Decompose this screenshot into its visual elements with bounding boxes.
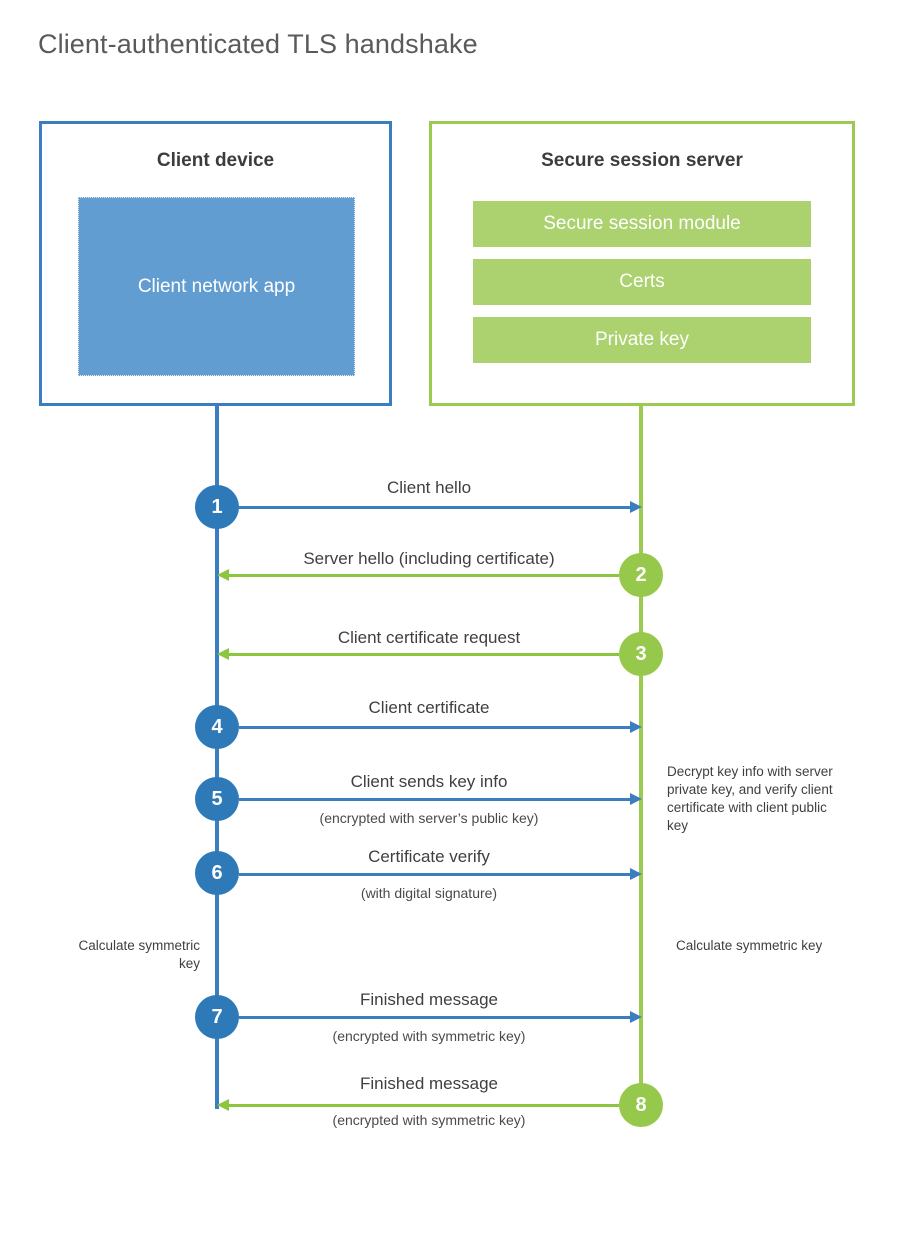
secure-session-server-title: Secure session server — [541, 150, 743, 171]
arrowhead-icon — [630, 868, 642, 880]
server-component-stack: Secure session module Certs Private key — [473, 201, 811, 363]
step-5-arrow — [239, 793, 642, 805]
step-4-arrow — [239, 721, 642, 733]
step-7-circle[interactable]: 7 — [195, 995, 239, 1039]
client-calculate-symmetric-key-note: Calculate symmetric key — [78, 938, 200, 971]
step-5-sublabel: (encrypted with server’s public key) — [319, 810, 539, 826]
step-8-circle[interactable]: 8 — [619, 1083, 663, 1127]
step-8-label: Finished message — [360, 1074, 498, 1093]
step-6-label: Certificate verify — [368, 847, 490, 866]
step-2-arrow — [217, 569, 619, 581]
step-7-sublabel: (encrypted with symmetric key) — [332, 1028, 526, 1044]
step-3-arrow — [217, 648, 619, 660]
client-device-box: Client device Client network app — [39, 121, 392, 406]
server-lifeline — [639, 403, 643, 1106]
arrowhead-icon — [217, 648, 229, 660]
arrowhead-icon — [630, 793, 642, 805]
arrowhead-icon — [630, 1011, 642, 1023]
page-title: Client-authenticated TLS handshake — [38, 29, 478, 59]
server-item-secure-session-module: Secure session module — [473, 201, 811, 247]
step-1-label: Client hello — [386, 478, 472, 497]
server-item-certs: Certs — [473, 259, 811, 305]
step-7-label: Finished message — [360, 990, 498, 1009]
server-decrypt-note: Decrypt key info with server private key… — [667, 764, 833, 833]
step-8-arrow — [217, 1099, 619, 1111]
arrowhead-icon — [630, 721, 642, 733]
step-5-circle[interactable]: 5 — [195, 777, 239, 821]
step-2-circle[interactable]: 2 — [619, 553, 663, 597]
step-8-sublabel: (encrypted with symmetric key) — [332, 1112, 526, 1128]
step-7-arrow — [239, 1011, 642, 1023]
step-1-arrow — [239, 501, 642, 513]
step-3-circle[interactable]: 3 — [619, 632, 663, 676]
server-item-private-key: Private key — [473, 317, 811, 363]
arrowhead-icon — [217, 569, 229, 581]
arrowhead-icon — [630, 501, 642, 513]
step-5-label: Client sends key info — [350, 772, 508, 791]
step-2-label: Server hello (including certificate) — [303, 549, 555, 568]
step-4-circle[interactable]: 4 — [195, 705, 239, 749]
step-6-sublabel: (with digital signature) — [360, 885, 498, 901]
arrowhead-icon — [217, 1099, 229, 1111]
client-network-app-block: Client network app — [78, 197, 355, 376]
step-6-arrow — [239, 868, 642, 880]
client-device-title: Client device — [156, 150, 275, 171]
client-lifeline — [215, 403, 219, 1109]
step-4-label: Client certificate — [368, 698, 490, 717]
step-1-circle[interactable]: 1 — [195, 485, 239, 529]
server-calculate-symmetric-key-note: Calculate symmetric key — [676, 938, 823, 953]
secure-session-server-box: Secure session server Secure session mod… — [429, 121, 855, 406]
step-6-circle[interactable]: 6 — [195, 851, 239, 895]
step-3-label: Client certificate request — [337, 628, 521, 647]
